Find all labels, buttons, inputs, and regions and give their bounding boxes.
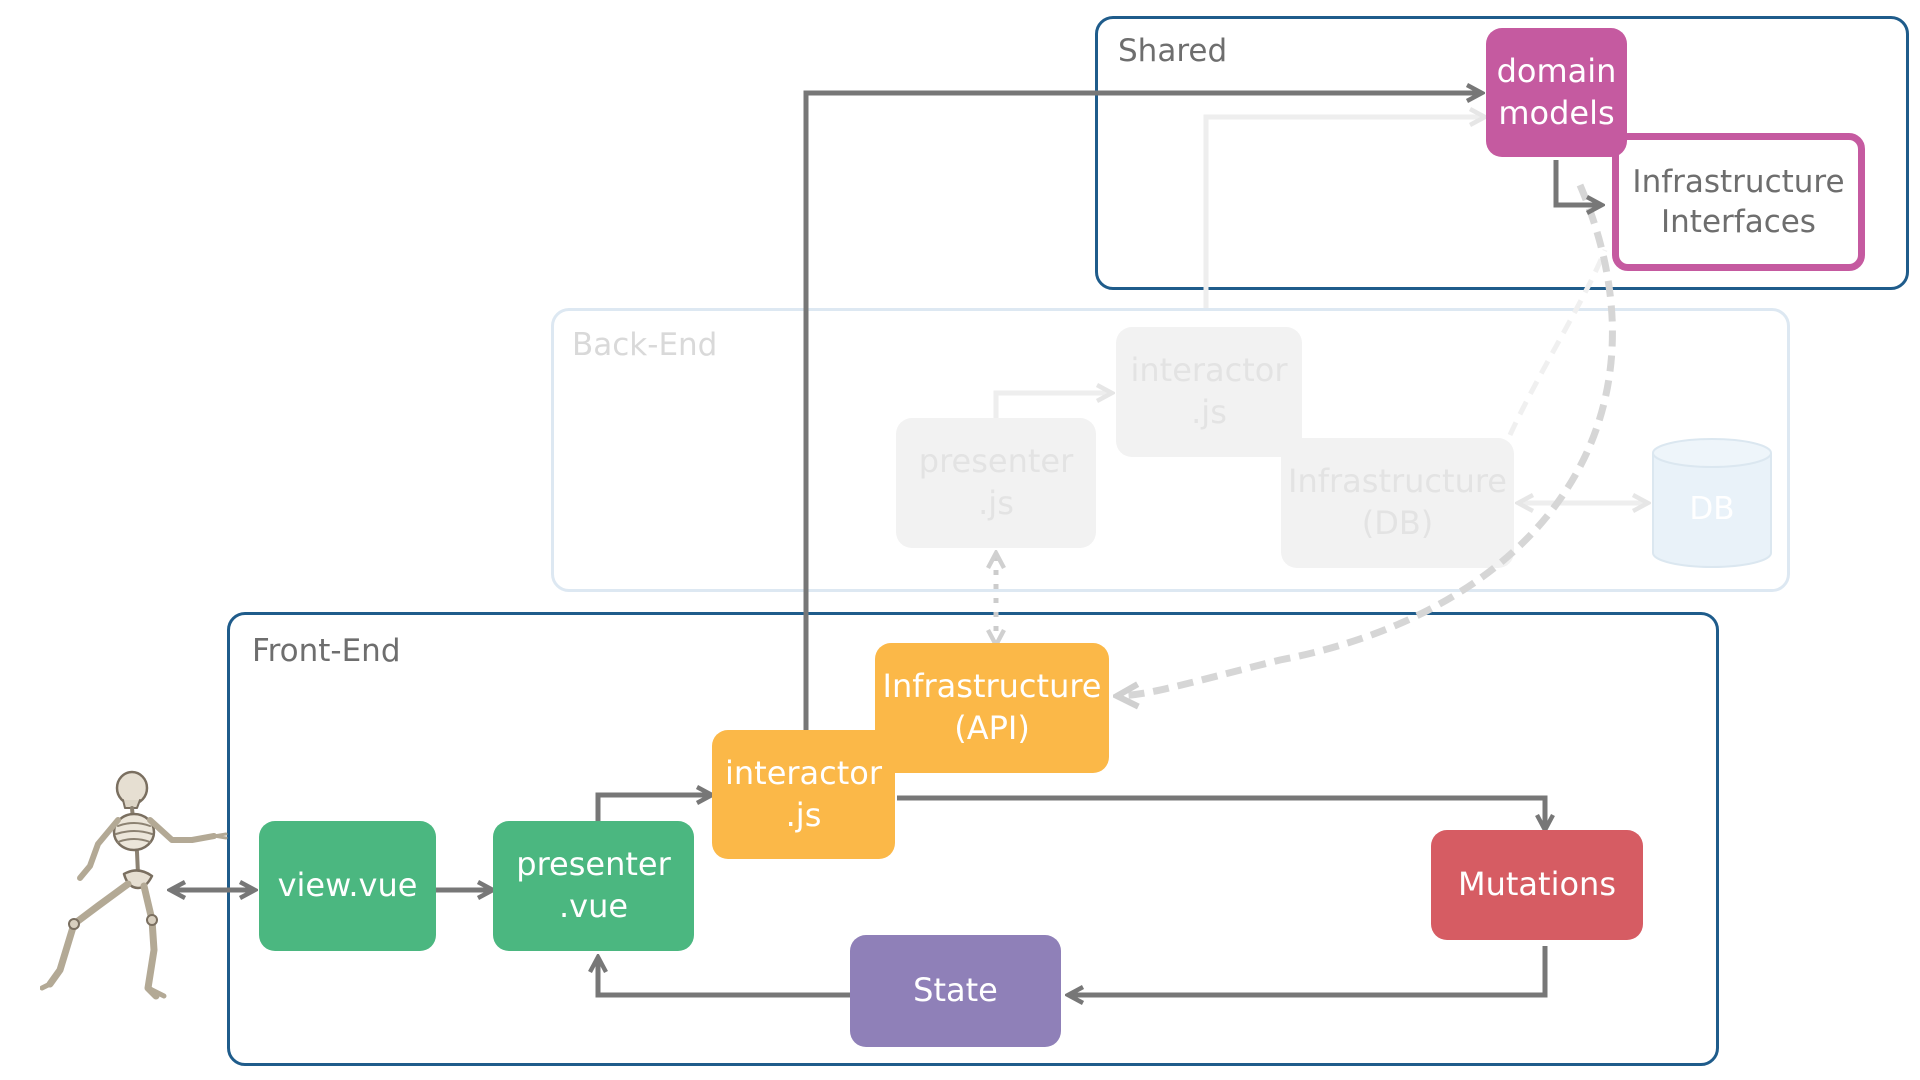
back-end-region: Back-End [551, 308, 1790, 592]
faded-presenter-to-interactor-arrow [993, 393, 1112, 418]
backend-presenter-box: presenter .js [896, 418, 1096, 548]
state-box: State [850, 935, 1061, 1047]
mutations-to-state-arrow [1068, 946, 1548, 995]
db-cylinder: DB [1651, 437, 1773, 569]
front-end-region: Front-End [227, 612, 1719, 1066]
back-end-region-label: Back-End [572, 327, 718, 363]
view-vue-box: view.vue [259, 821, 436, 951]
backend-interactor-box: interactor .js [1116, 327, 1302, 457]
front-end-region-label: Front-End [252, 633, 401, 669]
interactor-to-mutations-arrow [897, 795, 1545, 830]
interactor-to-domain-arrow [803, 93, 1482, 735]
mutations-box: Mutations [1431, 830, 1643, 940]
database-icon [1652, 438, 1772, 568]
domain-to-interfaces-arrow [1553, 160, 1602, 205]
presenter-to-interactor-arrow [595, 795, 712, 822]
db-label: DB [1689, 491, 1735, 527]
dashed-interfaces-to-api-arrow [1117, 183, 1616, 696]
faded-backend-to-domain-line [1203, 117, 1485, 308]
shared-region: Shared [1095, 16, 1909, 290]
faded-infra-to-interfaces-line [1507, 249, 1608, 437]
infrastructure-api-box: Infrastructure (API) [875, 643, 1109, 773]
domain-models-box: domain models [1486, 28, 1627, 157]
state-to-presenter-arrow [598, 957, 852, 998]
backend-infrastructure-box: Infrastructure (DB) [1281, 438, 1514, 568]
skeleton-figure-icon [40, 770, 228, 1000]
infrastructure-interfaces-box: Infrastructure Interfaces [1612, 133, 1865, 271]
presenter-vue-box: presenter .vue [493, 821, 694, 951]
frontend-interactor-box: interactor .js [712, 730, 895, 859]
shared-region-label: Shared [1118, 33, 1228, 69]
